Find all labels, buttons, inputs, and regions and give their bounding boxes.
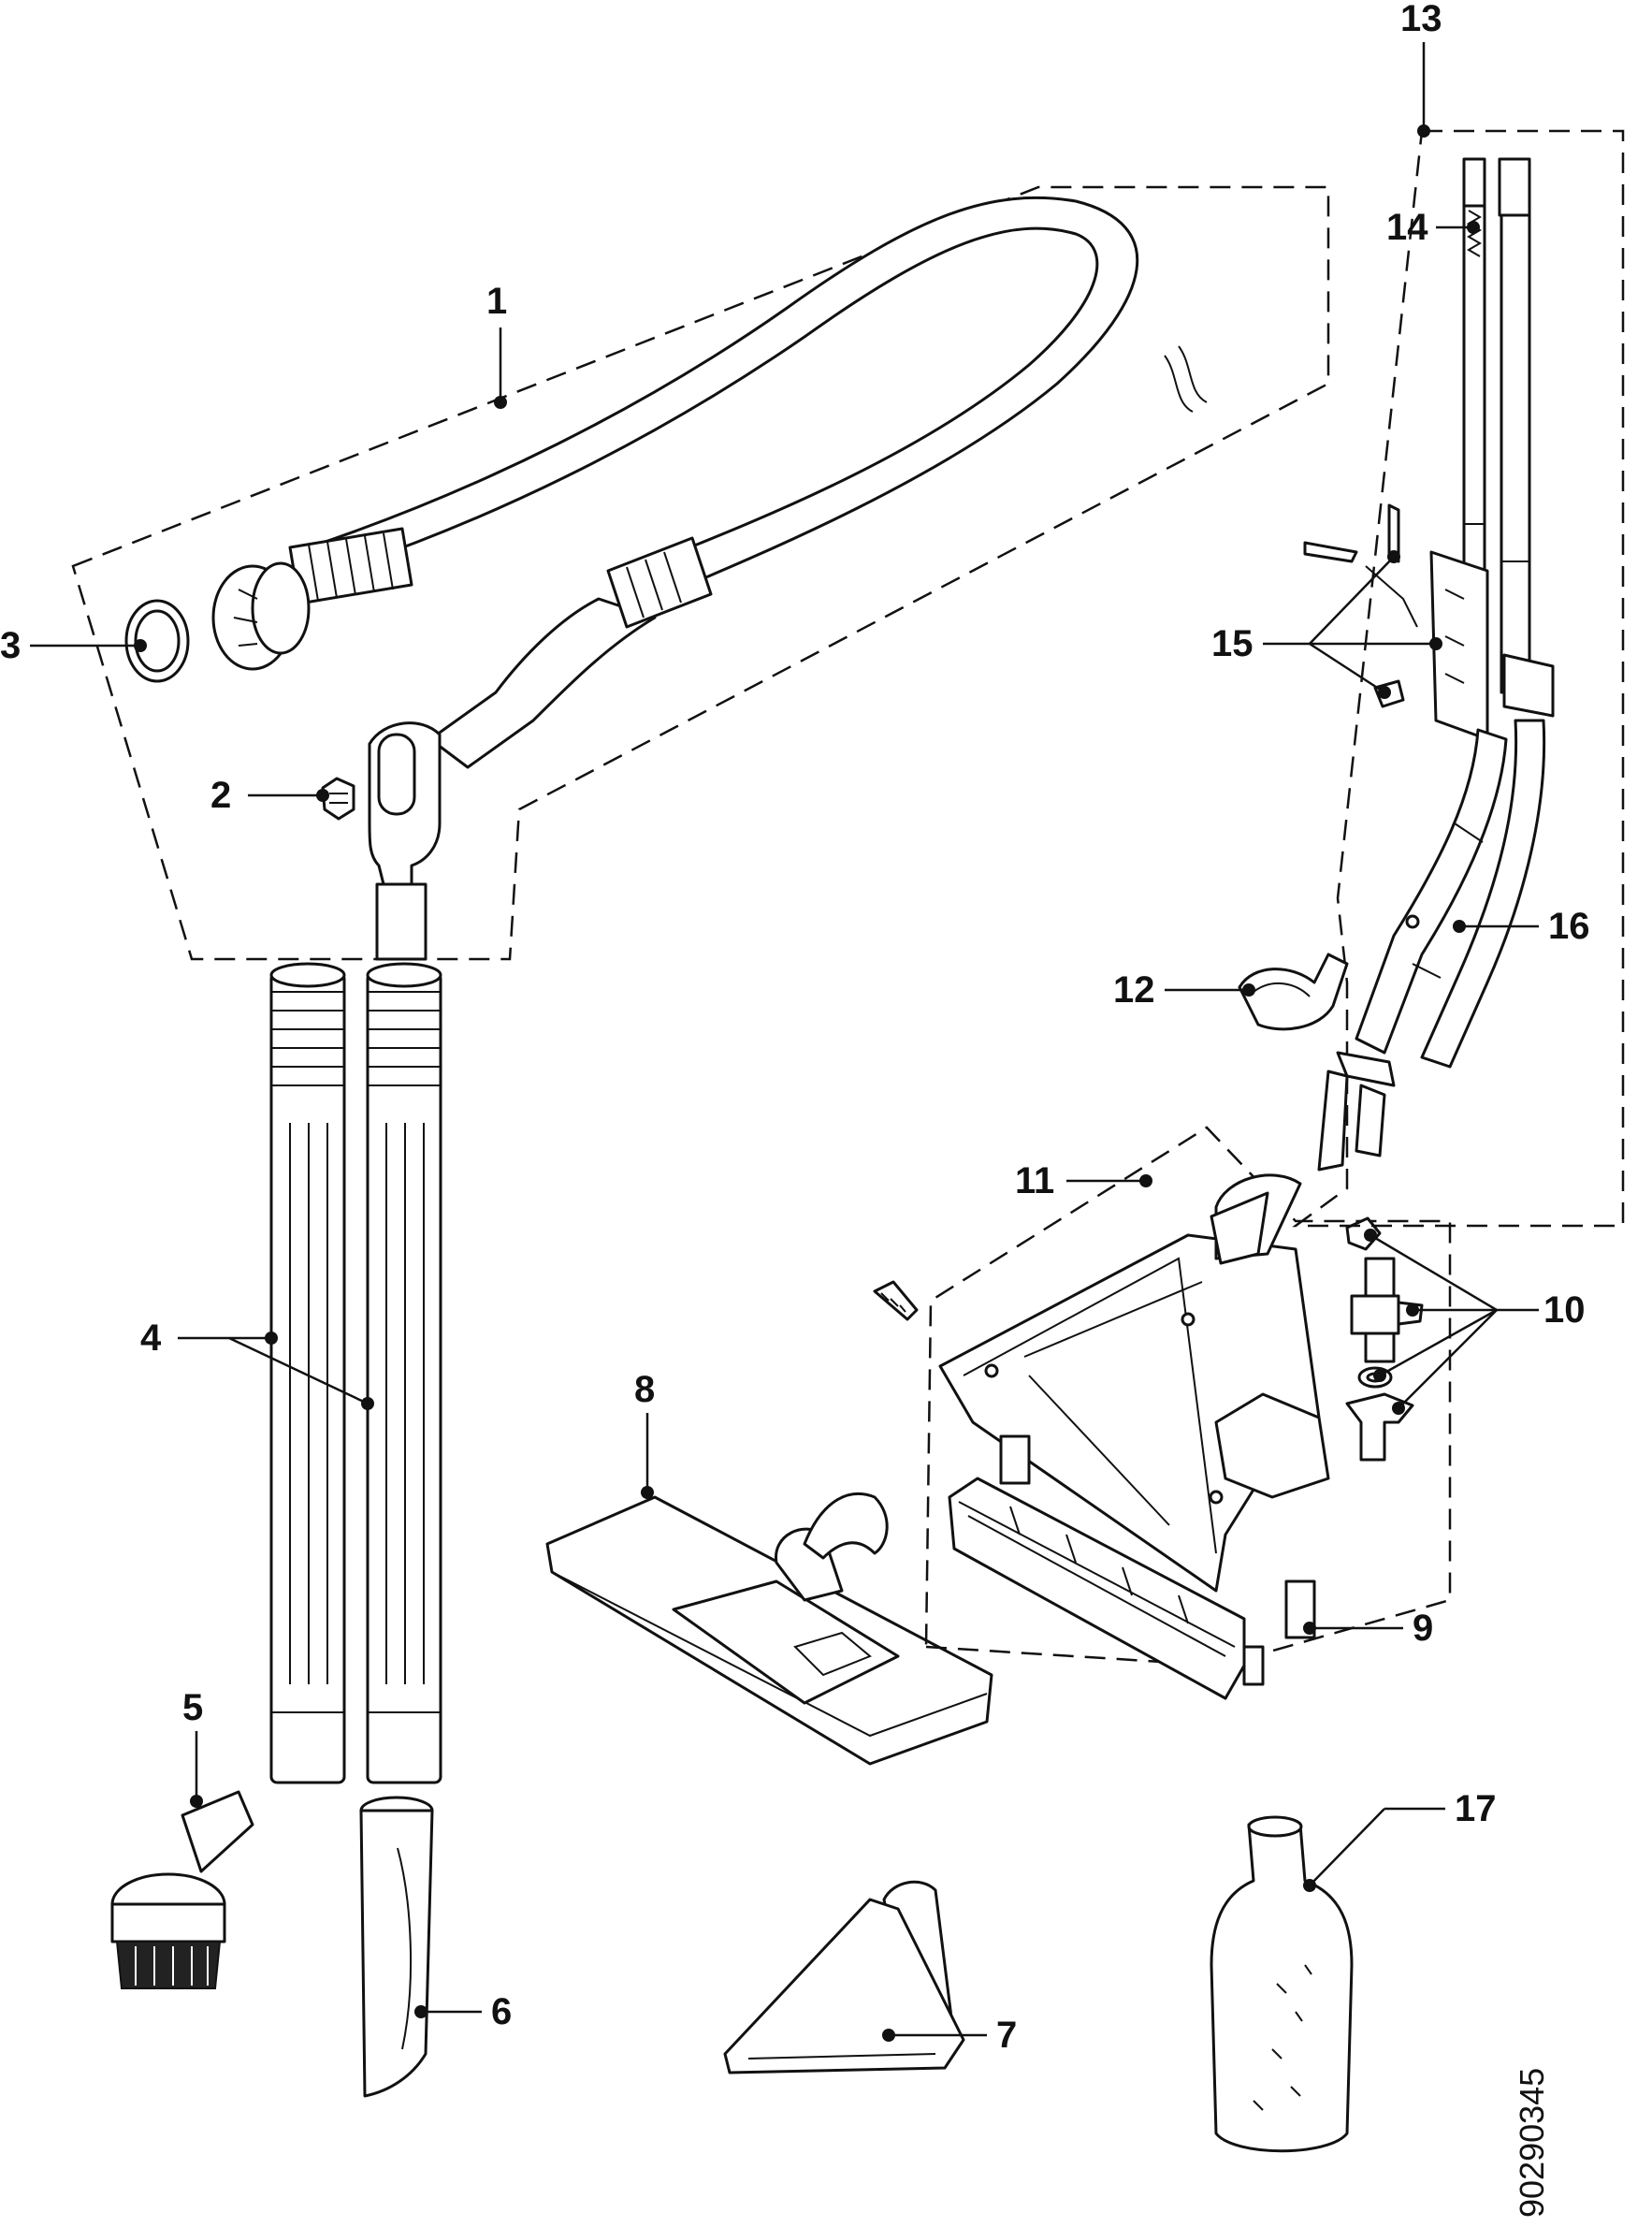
clamp-part-12 bbox=[1238, 953, 1349, 1031]
callout-2: 2 bbox=[210, 775, 231, 816]
callout-15: 15 bbox=[1211, 623, 1253, 664]
spray-tray-part-9 bbox=[948, 1434, 1316, 1700]
shampoo-bottle-part-17 bbox=[1210, 1815, 1354, 2153]
document-number: 90290345 bbox=[1513, 2068, 1551, 2218]
valve-fittings-part-10 bbox=[1345, 1216, 1424, 1462]
seal-ring-part-3 bbox=[124, 599, 190, 683]
screw-icon bbox=[873, 1280, 919, 1321]
extension-tubes-part-4 bbox=[269, 962, 442, 1784]
upholstery-nozzle-part-7 bbox=[723, 1880, 965, 2074]
group-1-boundary bbox=[71, 185, 1330, 961]
floor-nozzle-part-8 bbox=[545, 1492, 993, 1766]
callout-11: 11 bbox=[1015, 1160, 1054, 1201]
callout-3: 3 bbox=[0, 625, 21, 666]
callout-17: 17 bbox=[1455, 1788, 1497, 1829]
group-13-boundary bbox=[1292, 129, 1625, 1228]
callout-labels: 1 2 3 4 5 6 7 8 9 10 11 12 13 14 15 16 1… bbox=[0, 0, 1590, 2056]
callout-12: 12 bbox=[1113, 969, 1155, 1011]
callout-5: 5 bbox=[182, 1687, 203, 1728]
callout-13: 13 bbox=[1400, 0, 1442, 39]
callout-10: 10 bbox=[1543, 1289, 1586, 1331]
callout-14: 14 bbox=[1386, 207, 1428, 248]
leader-lines bbox=[30, 42, 1539, 2042]
callout-16: 16 bbox=[1548, 906, 1590, 947]
callout-9: 9 bbox=[1413, 1608, 1433, 1649]
hose-clip-part-2 bbox=[321, 777, 355, 821]
dusting-brush-part-5 bbox=[110, 1790, 254, 1989]
carpet-tool-part-11 bbox=[938, 1173, 1330, 1593]
callout-7: 7 bbox=[996, 2015, 1017, 2056]
hose-assembly bbox=[211, 196, 1208, 961]
callout-8: 8 bbox=[634, 1369, 655, 1410]
callout-4: 4 bbox=[140, 1317, 162, 1359]
callout-1: 1 bbox=[486, 281, 507, 322]
crevice-tool-part-6 bbox=[359, 1796, 434, 2098]
callout-6: 6 bbox=[491, 1991, 512, 2032]
